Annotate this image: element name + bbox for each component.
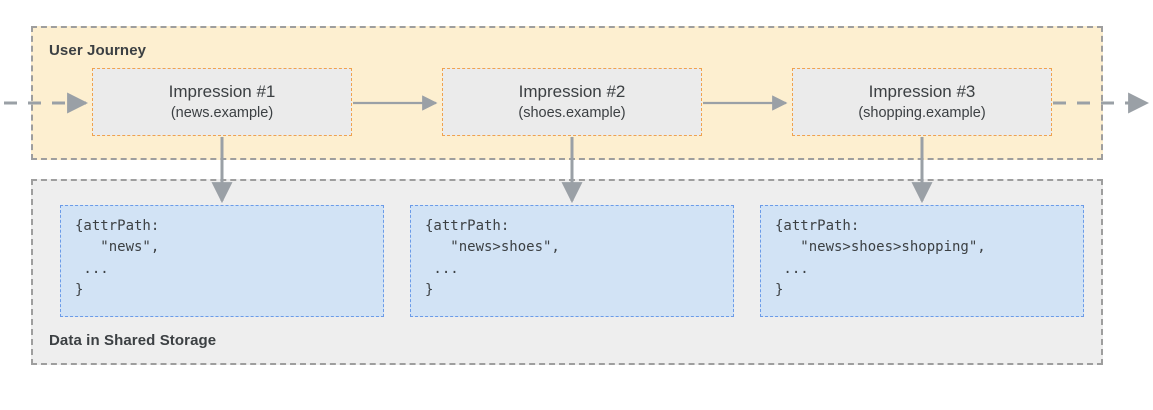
storage-entry-2-code: {attrPath: "news>shoes", ... } xyxy=(425,218,560,298)
impression-2-subtitle: (shoes.example) xyxy=(518,104,626,121)
storage-entry-box-3: {attrPath: "news>shoes>shopping", ... } xyxy=(760,205,1084,317)
storage-entry-3-code: {attrPath: "news>shoes>shopping", ... } xyxy=(775,218,986,298)
impression-1-subtitle: (news.example) xyxy=(170,104,274,121)
impression-1-title: Impression #1 xyxy=(168,82,276,102)
impression-box-2: Impression #2 (shoes.example) xyxy=(442,68,702,136)
storage-entry-box-1: {attrPath: "news", ... } xyxy=(60,205,384,317)
impression-3-title: Impression #3 xyxy=(868,82,976,102)
impression-box-1: Impression #1 (news.example) xyxy=(92,68,352,136)
impression-2-title: Impression #2 xyxy=(518,82,626,102)
user-journey-title: User Journey xyxy=(49,42,147,59)
storage-entry-1-code: {attrPath: "news", ... } xyxy=(75,218,160,298)
impression-3-subtitle: (shopping.example) xyxy=(858,104,986,121)
storage-entry-box-2: {attrPath: "news>shoes", ... } xyxy=(410,205,734,317)
shared-storage-title: Data in Shared Storage xyxy=(49,332,217,349)
impression-box-3: Impression #3 (shopping.example) xyxy=(792,68,1052,136)
